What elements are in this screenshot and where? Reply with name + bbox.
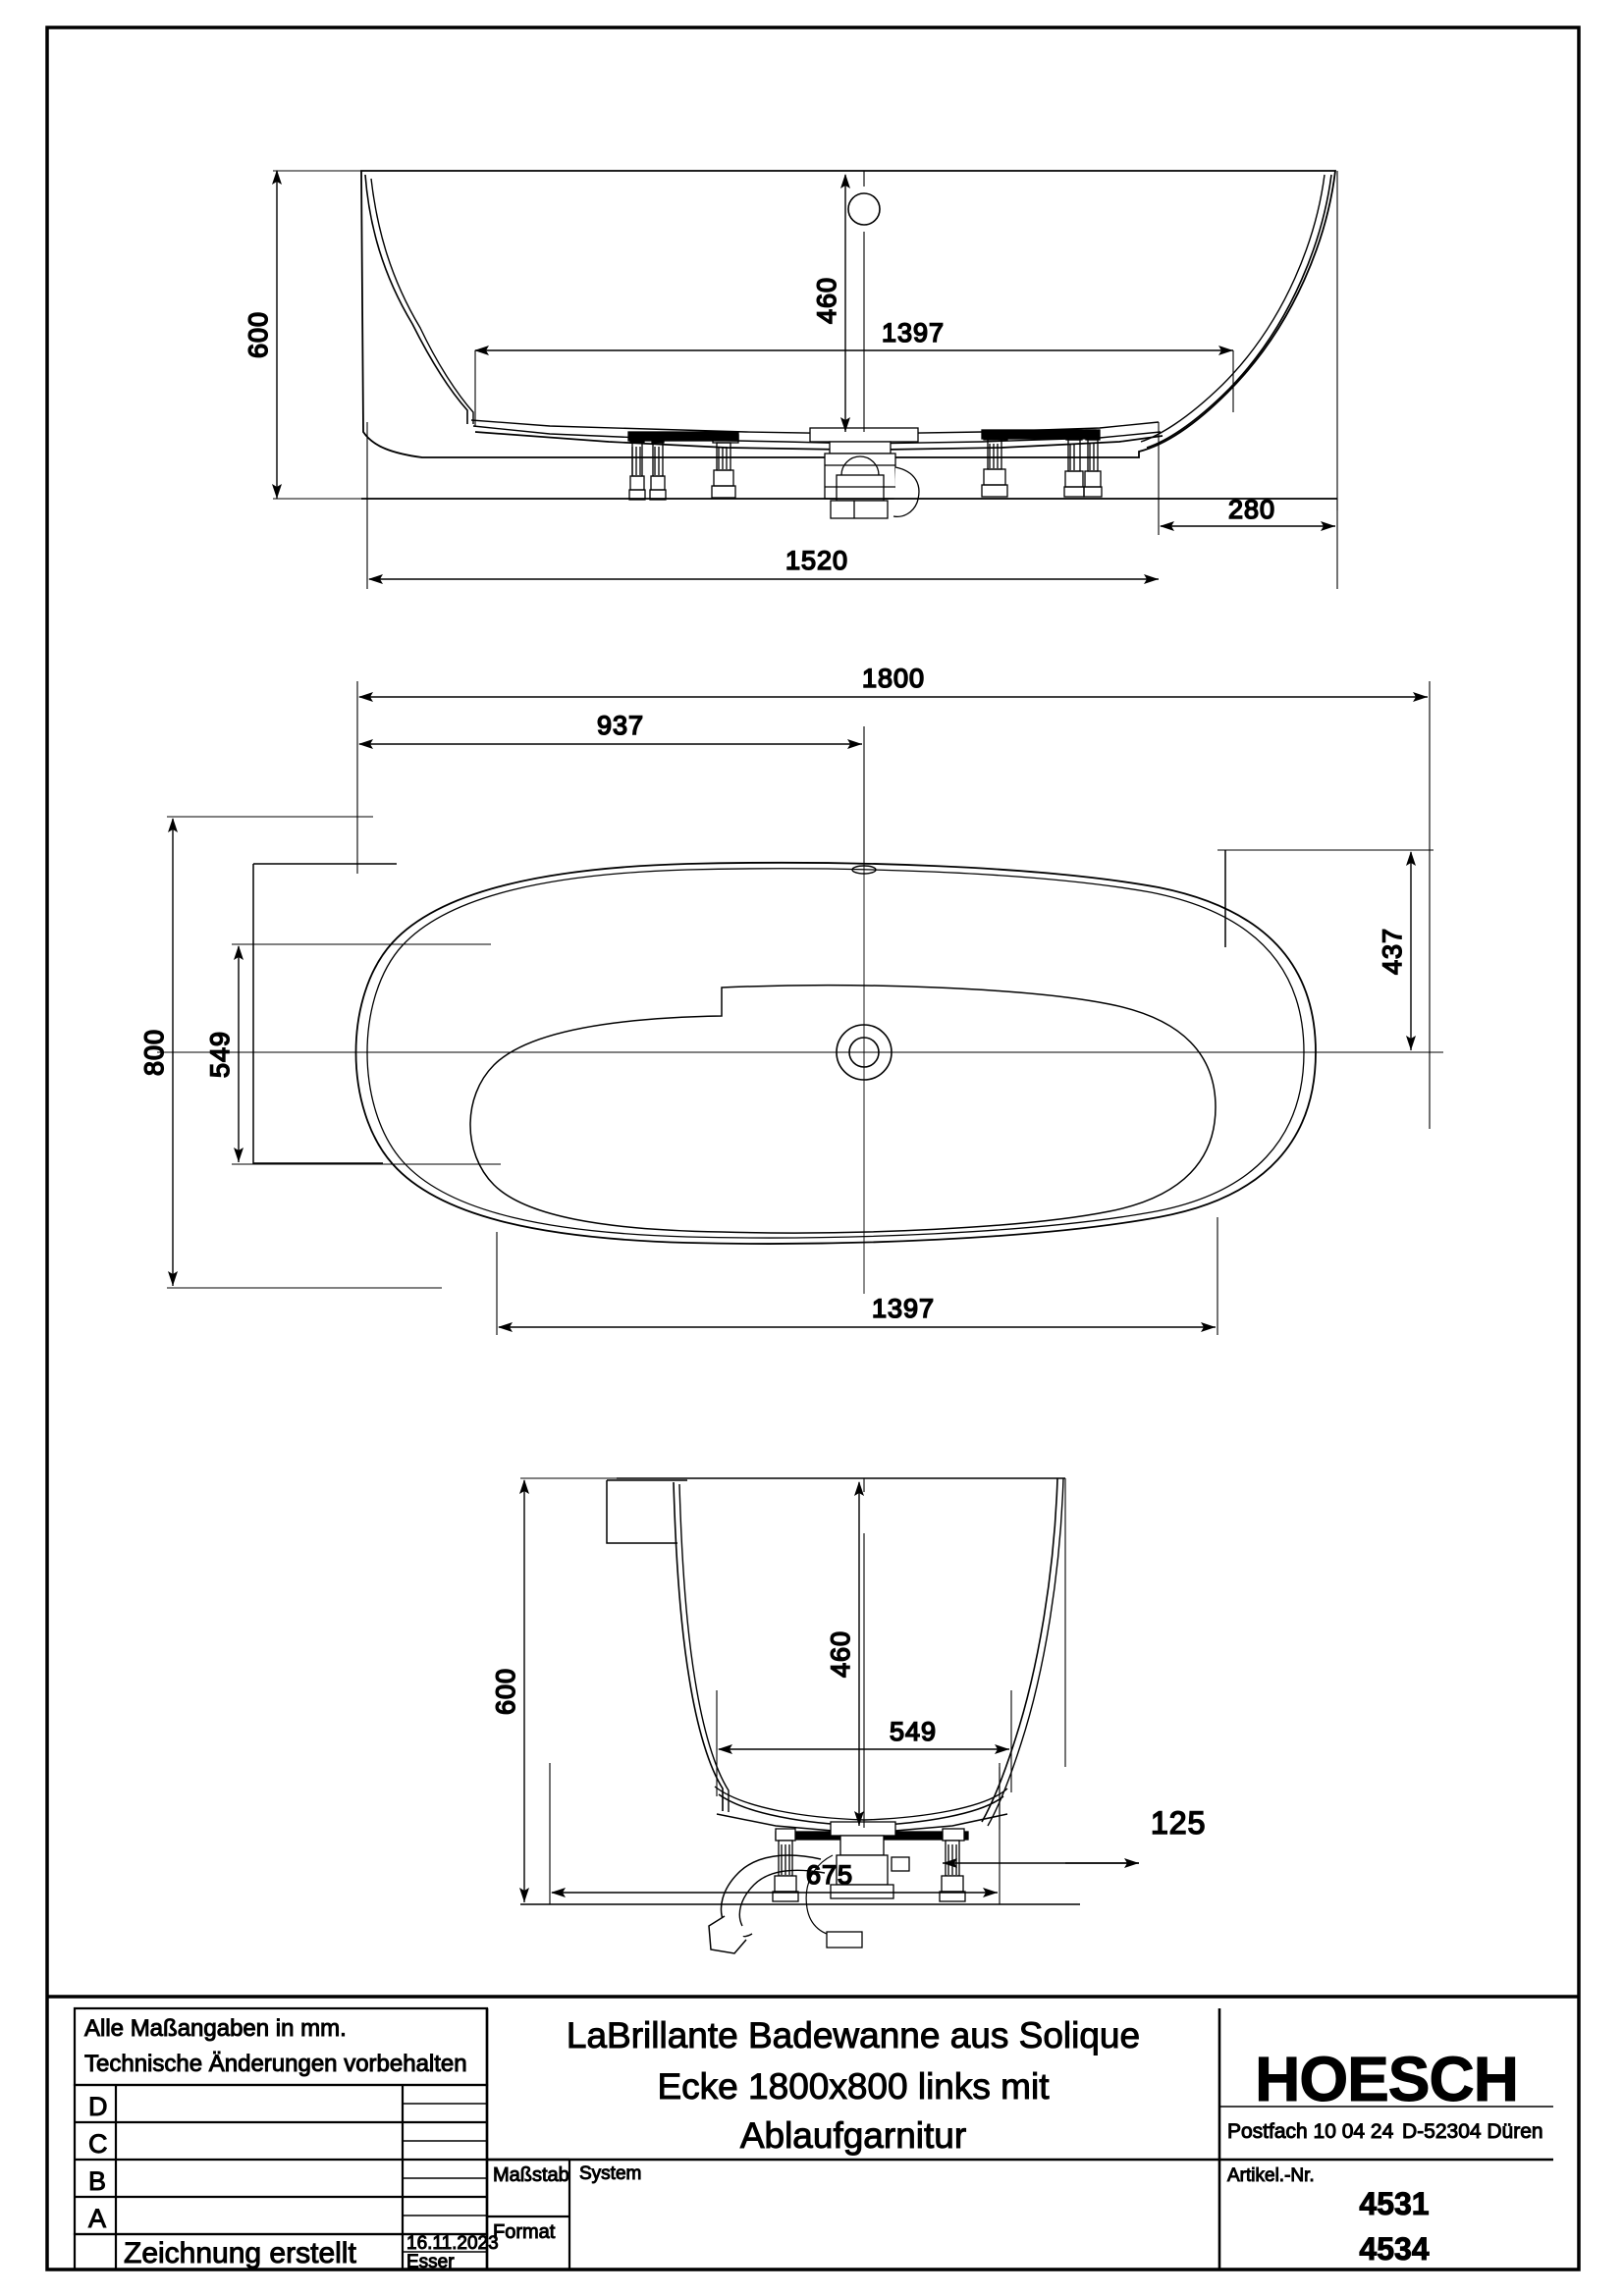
dim-front-inner-1397: 1397 <box>474 317 1233 355</box>
title-block: Alle Maßangaben in mm. Technische Änderu… <box>47 1995 1579 2273</box>
foot-1 <box>628 432 646 501</box>
dim-side-span-675: 675 <box>551 1859 998 1897</box>
drawing-title-line-3: Ablaufgarnitur <box>740 2115 966 2156</box>
side-wall-left <box>673 1481 724 1811</box>
foot-4 <box>981 431 1008 498</box>
bath-right-inner-wall-2 <box>1140 174 1325 443</box>
extension-lines-plan <box>167 681 1434 1335</box>
created-author: Esser <box>406 2252 455 2272</box>
side-wall-left-2 <box>678 1483 730 1812</box>
revision-letter-d: D <box>88 2092 108 2121</box>
basin-outline <box>469 984 1217 1234</box>
side-basin-bottom-2 <box>714 1786 1008 1821</box>
extension-lines-side <box>520 1477 1066 1905</box>
view-side-elevation: 600 460 549 675 1 <box>490 1477 1206 1954</box>
view-front-elevation: 600 460 1397 1520 280 <box>243 170 1338 589</box>
view-plan: 1800 937 800 549 437 <box>138 663 1443 1335</box>
foot-6 <box>1083 429 1103 498</box>
artikel-label: Artikel.-Nr. <box>1227 2165 1315 2186</box>
company-address-left: Postfach 10 04 24 <box>1227 2120 1394 2143</box>
dim-label-600-front: 600 <box>243 311 273 358</box>
drawing-title-line-2: Ecke 1800x800 links mit <box>658 2066 1051 2107</box>
dim-label-437: 437 <box>1378 928 1407 975</box>
created-date: 16.11.2023 <box>406 2233 499 2254</box>
foot-5 <box>1063 429 1085 498</box>
bath-left-inner-wall <box>364 174 468 424</box>
dim-side-height-600: 600 <box>490 1479 529 1902</box>
dim-side-drain-460: 460 <box>825 1481 864 1826</box>
dim-label-1397-front: 1397 <box>882 318 945 347</box>
foot-3 <box>711 434 739 499</box>
dim-front-span-1520: 1520 <box>368 545 1159 584</box>
dim-label-460-side: 460 <box>826 1630 855 1678</box>
dim-plan-width-800: 800 <box>138 818 178 1286</box>
support-feet-right <box>981 429 1103 498</box>
created-label: Zeichnung erstellt <box>124 2237 356 2269</box>
bath-right-inner-wall <box>1146 174 1332 449</box>
side-basin-bottom <box>718 1793 1004 1827</box>
format-label: Format <box>493 2221 556 2243</box>
drain-assembly-front <box>809 427 920 519</box>
notes-line-1: Alle Maßangaben in mm. <box>84 2015 347 2042</box>
extension-lines-front <box>273 170 1338 589</box>
article-number-2: 4534 <box>1359 2231 1429 2267</box>
dim-label-125: 125 <box>1151 1805 1206 1841</box>
sheet-border <box>45 26 1581 2271</box>
dim-label-675: 675 <box>806 1860 853 1890</box>
company-address-right: D-52304 Düren <box>1402 2120 1543 2143</box>
company-logo: HOESCH <box>1255 2044 1518 2114</box>
bath-left-inner-wall-2 <box>370 178 474 424</box>
dim-plan-length-1800: 1800 <box>358 663 1428 702</box>
revision-letter-c: C <box>88 2129 108 2159</box>
dim-label-1397-plan: 1397 <box>872 1294 935 1323</box>
dim-plan-inner-549: 549 <box>204 945 243 1162</box>
dim-front-drain-460: 460 <box>811 174 850 432</box>
dim-label-600-side: 600 <box>491 1668 520 1715</box>
massstab-label: Maßstab <box>493 2164 569 2186</box>
dim-front-height-600: 600 <box>243 170 282 499</box>
bath-rim-outer-2 <box>366 868 1305 1239</box>
overflow-slot-plan <box>851 865 877 875</box>
corner-notch-left <box>252 864 383 1164</box>
support-feet-left <box>627 431 739 501</box>
system-label: System <box>579 2163 641 2184</box>
dim-label-1520: 1520 <box>785 546 848 575</box>
dim-plan-drain-437: 437 <box>1377 851 1416 1050</box>
dim-plan-drain-offset-937: 937 <box>358 710 862 749</box>
foot-2 <box>649 432 667 501</box>
drawing-title-line-1: LaBrillante Badewanne aus Solique <box>567 2015 1140 2056</box>
side-corner-notch <box>606 1480 677 1544</box>
dim-label-937: 937 <box>597 711 644 740</box>
drain-plan <box>836 1024 893 1081</box>
notes-line-2: Technische Änderungen vorbehalten <box>84 2051 467 2077</box>
dim-side-inner-549: 549 <box>718 1716 1009 1754</box>
dim-side-offset-125: 125 <box>943 1804 1206 1868</box>
dim-label-460-front: 460 <box>812 277 841 324</box>
article-number-1: 4531 <box>1359 2186 1429 2221</box>
side-foot-right <box>939 1828 966 1902</box>
side-foot-left <box>772 1828 799 1902</box>
revision-letter-a: A <box>88 2204 106 2233</box>
revision-letter-b: B <box>88 2166 106 2196</box>
dim-front-offset-280: 280 <box>1160 494 1335 531</box>
dim-label-549-side: 549 <box>890 1717 937 1746</box>
side-wall-right <box>981 1477 1058 1823</box>
dim-label-280: 280 <box>1228 495 1275 524</box>
dim-plan-inner-1397: 1397 <box>498 1293 1216 1332</box>
dim-label-800: 800 <box>139 1029 169 1076</box>
dim-label-549-plan: 549 <box>205 1031 235 1078</box>
dim-label-1800: 1800 <box>862 664 925 693</box>
